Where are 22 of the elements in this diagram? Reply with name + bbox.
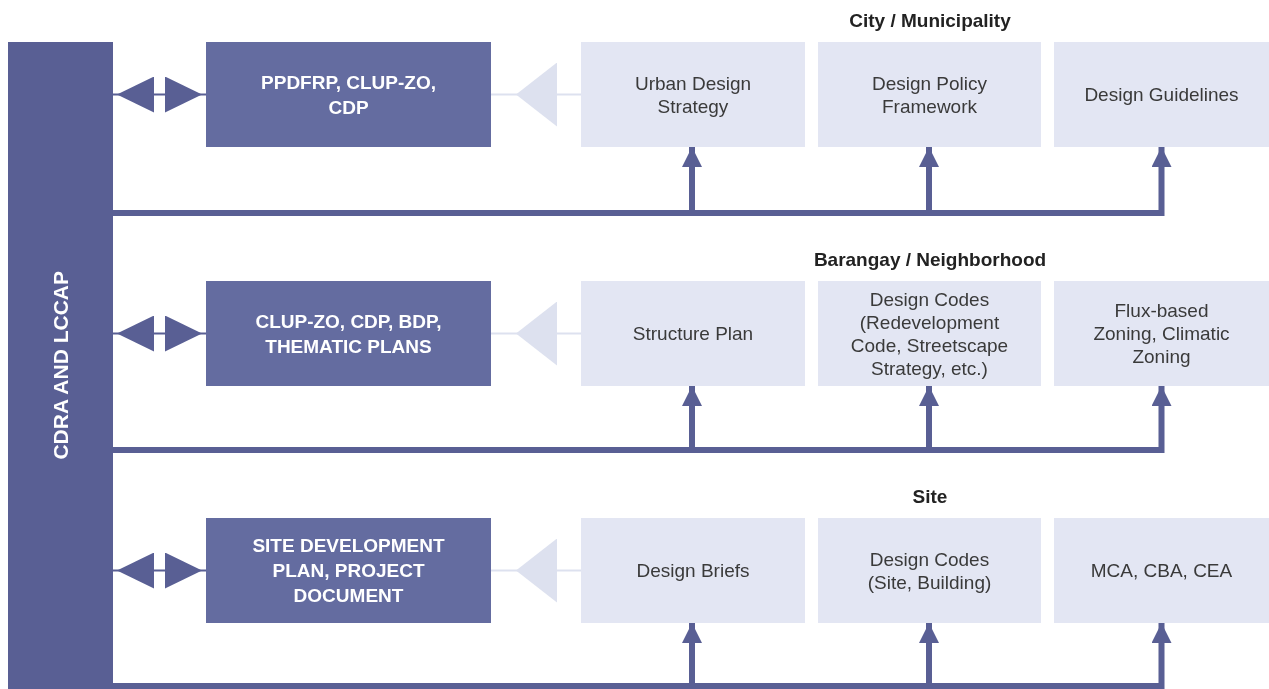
- pointer-triangle: [490, 301, 582, 366]
- double-arrow: [112, 315, 207, 352]
- design-box: Design Guidelines: [1054, 42, 1269, 147]
- double-arrow: [112, 76, 207, 113]
- double-arrow: [112, 552, 207, 589]
- design-box: Design Codes (Site, Building): [818, 518, 1041, 623]
- design-box: MCA, CBA, CEA: [1054, 518, 1269, 623]
- pointer-triangle: [490, 538, 582, 603]
- level-heading: Site: [912, 486, 948, 508]
- level-heading: City / Municipality: [849, 10, 1011, 32]
- design-box: Design Codes (Redevelopment Code, Streetscape Strategy, etc.): [818, 281, 1041, 386]
- level-heading: Barangay / Neighborhood: [813, 249, 1047, 271]
- design-box: Flux-based Zoning, Climatic Zoning: [1054, 281, 1269, 386]
- design-box: Structure Plan: [581, 281, 805, 386]
- plan-box: CLUP-ZO, CDP, BDP, THEMATIC PLANS: [206, 281, 491, 386]
- pointer-triangle: [490, 62, 582, 127]
- plan-box: PPDFRP, CLUP-ZO, CDP: [206, 42, 491, 147]
- design-box: Design Briefs: [581, 518, 805, 623]
- vertical-banner: CDRA AND LCCAP: [8, 42, 113, 689]
- design-box: Urban Design Strategy: [581, 42, 805, 147]
- plan-box: SITE DEVELOPMENT PLAN, PROJECT DOCUMENT: [206, 518, 491, 623]
- design-box: Design Policy Framework: [818, 42, 1041, 147]
